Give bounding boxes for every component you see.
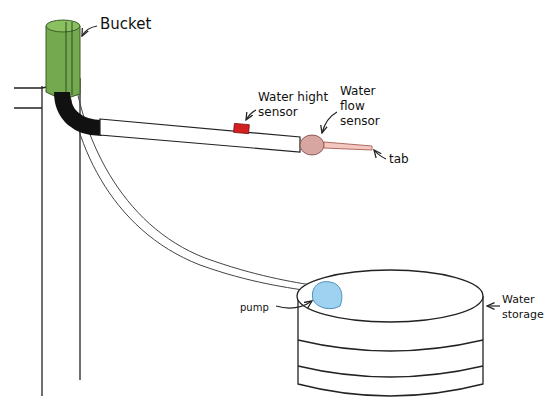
part-label: Water hight sensor — [258, 90, 342, 120]
water-tank — [297, 270, 483, 396]
part-label: Water flow sensor — [340, 84, 392, 129]
part-label: Water storage — [502, 292, 552, 322]
leader-line — [82, 26, 500, 308]
flow-sensor — [300, 135, 324, 155]
part-label: Bucket — [100, 17, 170, 32]
pipe — [100, 119, 300, 152]
tab-pipe — [324, 142, 372, 150]
part-label: tab — [389, 152, 429, 167]
height-sensor — [234, 123, 250, 133]
hose-bend — [62, 92, 102, 128]
part-label: pump — [240, 300, 280, 315]
bucket — [46, 20, 80, 98]
pump — [312, 282, 341, 309]
